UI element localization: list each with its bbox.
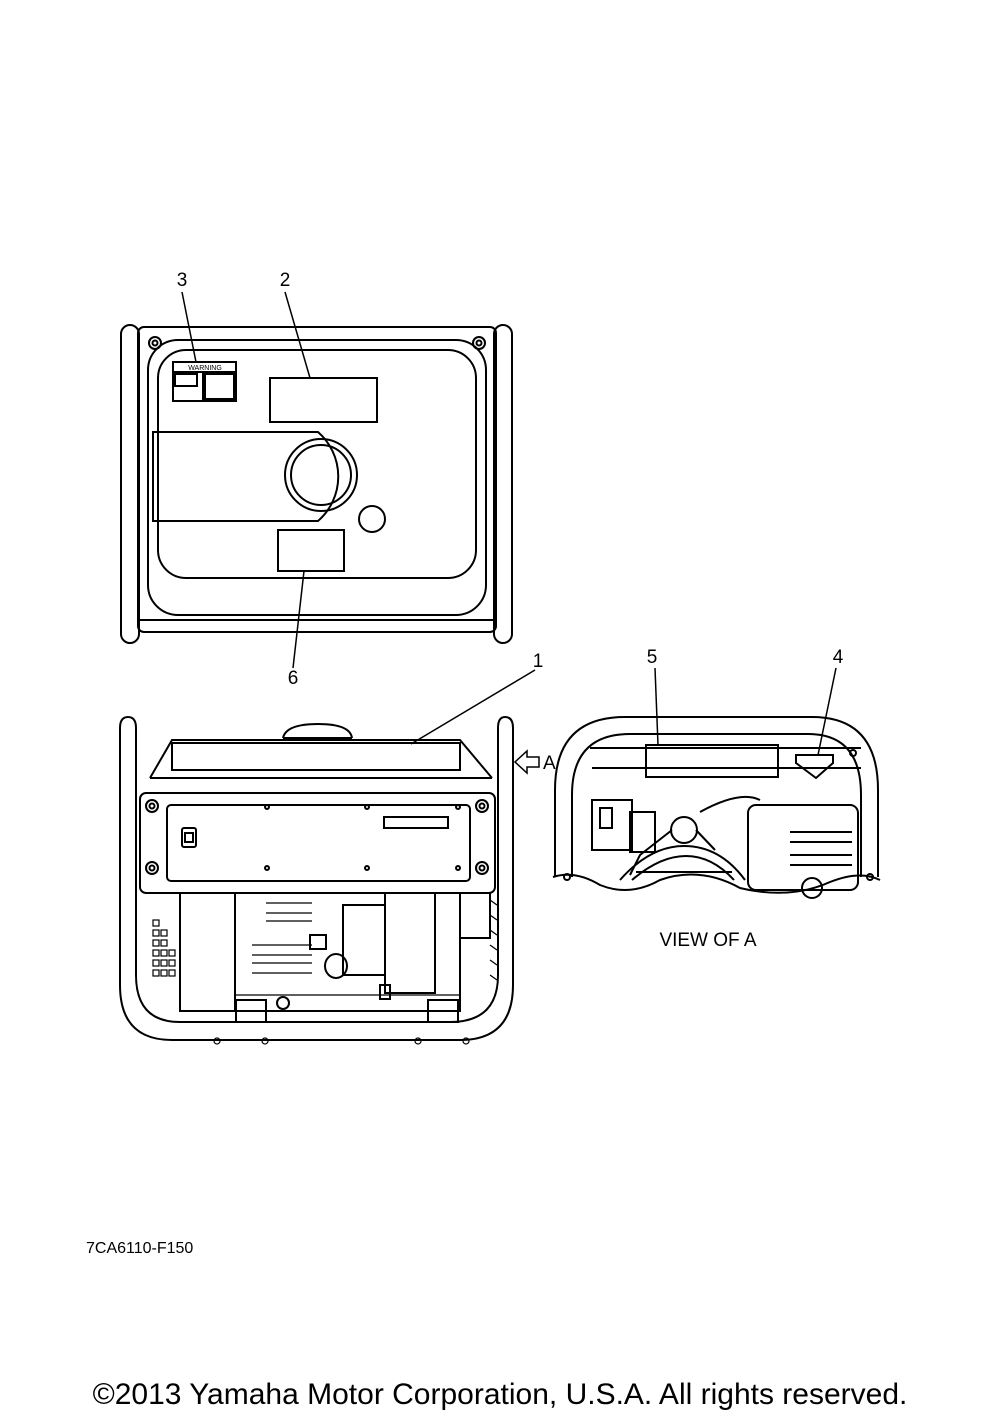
view-arrow-letter: A [543,753,556,774]
label-3-warning [172,361,237,402]
copyright-notice: ©2013 Yamaha Motor Corporation, U.S.A. A… [92,1378,908,1411]
warning-label-text: WARNING [188,365,222,372]
front-view [119,669,540,1041]
label-4 [795,754,834,780]
callout-6: 6 [288,668,299,689]
callout-5: 5 [647,647,658,668]
callout-3: 3 [177,270,188,291]
callout-1: 1 [533,651,544,672]
view-of-a [552,667,881,899]
view-caption: VIEW OF A [659,930,756,951]
callout-4: 4 [833,647,844,668]
callout-2: 2 [280,270,291,291]
top-view [120,291,513,669]
part-number: 7CA6110-F150 [86,1240,194,1257]
view-a-arrow-icon [513,749,540,775]
front-view-details [152,899,498,1045]
label-6 [277,529,345,572]
label-2 [269,377,378,423]
label-5 [645,744,779,778]
